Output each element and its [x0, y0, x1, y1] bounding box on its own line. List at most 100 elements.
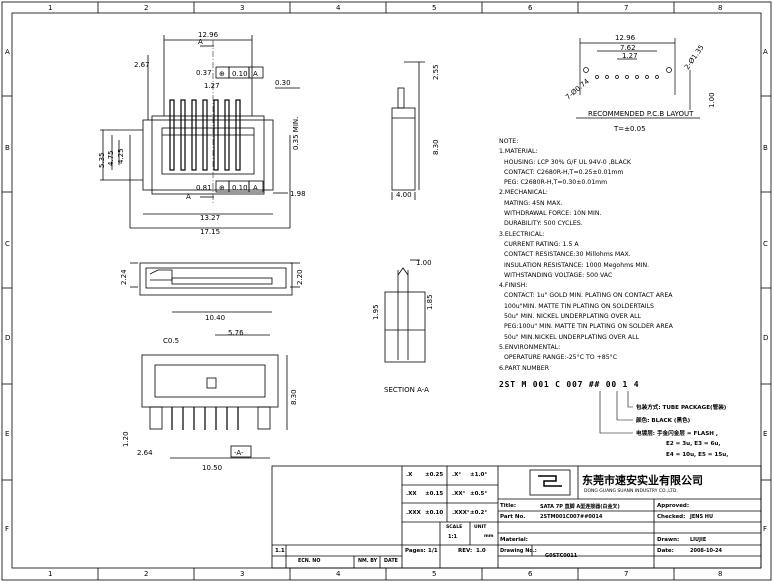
- gtol-datum-bottom: A: [253, 184, 258, 192]
- top-view-labels: 12.96 2.67 0.37 ⊕ 0.10 A 0.30 1.27 A A 0…: [98, 31, 306, 236]
- pcb-dim-12-96: 12.96: [615, 34, 636, 42]
- dim-4-75: 4.75: [107, 150, 115, 166]
- note-line: 5.ENVIRONMENTAL:: [499, 343, 561, 351]
- bottom-view: [141, 334, 288, 459]
- dim-13-27: 13.27: [200, 214, 220, 222]
- grid-col-3: 3: [240, 4, 245, 12]
- drawn-label: Drawn:: [657, 537, 680, 543]
- note-line: CONTACT: 1u" GOLD MIN. PLATING ON CONTAC…: [504, 292, 673, 300]
- side-view: [391, 61, 425, 200]
- note-line: MATING: 45N MAX.: [504, 199, 563, 207]
- dim-1-20: 1.20: [122, 431, 130, 447]
- dim-2-64: 2.64: [137, 449, 153, 457]
- tol-key2-3: .XXX°: [452, 510, 470, 516]
- pcb-layout: [576, 38, 700, 119]
- dim-8-30-side: 8.30: [432, 139, 440, 155]
- date-col-label: DATE: [384, 559, 398, 564]
- tol-val-1: ±0.25: [425, 472, 444, 478]
- note-line: CONTACT: C2680R-H,T=0.25±0.01mm: [504, 168, 624, 176]
- pages-label: Pages:: [405, 548, 426, 554]
- part-number-code: 2ST M 001 C 007 ## 00 1 4: [499, 380, 640, 389]
- date-label: Date:: [657, 548, 674, 554]
- note-line: 100u"MIN. MATTE TIN PLATING ON SOLDERTAI…: [504, 302, 654, 310]
- material-label: Material:: [500, 537, 528, 543]
- dim-5-35: 5.35: [98, 152, 106, 168]
- dim-10-40: 10.40: [205, 314, 225, 322]
- tol-val2-2: ±0.5°: [470, 491, 488, 497]
- section-label: SECTION A-A: [384, 386, 429, 394]
- rev-label: REV:: [458, 548, 473, 554]
- drawn-value: LIUJIE: [690, 537, 707, 543]
- legend-color: 颜色: BLACK (黑色): [636, 418, 691, 424]
- note-line: OPERATURE RANGE:-25°C TO +85°C: [504, 354, 618, 362]
- note-line: PEG: C2680R-H,T=0.30±0.01mm: [504, 179, 608, 187]
- notes-heading: NOTE:: [499, 138, 519, 145]
- nm-label: NM. BY: [358, 559, 378, 564]
- unit-value: mm: [484, 534, 494, 539]
- dim-1-95: 1.95: [372, 304, 380, 320]
- chamfer-label: C0.5: [163, 337, 179, 345]
- grid-row-a-right: A: [763, 48, 768, 56]
- note-line: CONTACT RESISTANCE:30 Millohms MAX.: [504, 251, 631, 259]
- grid-row-b: B: [5, 144, 10, 152]
- legend-plating-e4e5: E4 = 10u, E5 = 15u,: [666, 452, 729, 458]
- gtol-tol-bottom: 0.10: [232, 184, 248, 192]
- grid-row-e-right: E: [763, 430, 768, 438]
- grid-row-f-right: F: [763, 525, 768, 533]
- note-line: 1.MATERIAL:: [499, 148, 538, 156]
- dim-10-50: 10.50: [202, 464, 222, 472]
- dim-1-98: 1.98: [290, 190, 306, 198]
- grid-row-d: D: [5, 334, 11, 342]
- scale-value: 1:1: [448, 534, 457, 540]
- dim-0-30: 0.30: [275, 79, 291, 87]
- grid-col-5-bottom: 5: [432, 570, 437, 578]
- grid-row-a: A: [5, 48, 10, 56]
- dim-17-15: 17.15: [200, 228, 220, 236]
- pcb-hole-0-74: 7-Ø0.74: [564, 77, 591, 102]
- dim-12-96: 12.96: [198, 31, 219, 39]
- grid-col-1-bottom: 1: [48, 570, 53, 578]
- date-value: 2008-10-24: [690, 548, 722, 554]
- dim-5-76: 5.76: [228, 329, 244, 337]
- notes-block: NOTE: 1.MATERIAL: HOUSING: LCP 30% G/F UL…: [499, 137, 761, 374]
- pcb-title: RECOMMENDED P.C.B LAYOUT: [588, 110, 694, 118]
- grid-col-8: 8: [718, 4, 723, 12]
- dim-1-27: 1.27: [204, 82, 220, 90]
- grid-row-b-right: B: [763, 144, 768, 152]
- note-line: INSULATION RESISTANCE: 1000 Megohms MIN.: [504, 261, 650, 269]
- note-line: WITHSTANDING VOLTAGE: 500 VAC: [504, 271, 613, 279]
- dim-1-85: 1.85: [426, 294, 434, 310]
- legend-plating: 电镀层: 手金闪金层 = FLASH ,: [636, 431, 719, 437]
- section-view-labels: 1.00 1.95 1.85 SECTION A-A: [372, 259, 434, 394]
- grid-col-6: 6: [528, 4, 533, 12]
- grid-col-2-bottom: 2: [144, 570, 149, 578]
- title-block: [271, 465, 762, 569]
- dim-0-35-min: 0.35 MIN.: [292, 117, 300, 150]
- tol-key-1: .X: [406, 472, 413, 478]
- pcb-dim-1-27: 1.27: [622, 52, 638, 60]
- rev-row: 1.1: [275, 548, 285, 554]
- datum-a-label: -A-: [234, 449, 244, 457]
- partno-value: 2STM001C007##0014: [540, 514, 603, 520]
- grid-col-8-bottom: 8: [718, 570, 723, 578]
- tol-key-3: .XXX: [406, 510, 421, 516]
- grid-col-5: 5: [432, 4, 437, 12]
- top-view: [100, 35, 300, 229]
- note-line: CURRENT RATING: 1.5 A: [504, 240, 579, 248]
- unit-label: UNIT: [474, 525, 487, 530]
- gtol-tol-top: 0.10: [232, 70, 248, 78]
- title-value: SATA 7P 直脚 A型连接器(白金叉): [540, 504, 620, 510]
- note-line: PEG:100u" MIN. MATTE TIN PLATING ON SOLD…: [504, 323, 673, 331]
- rev-value: 1.0: [476, 548, 486, 554]
- part-number-leaders: [599, 391, 633, 434]
- note-line: 2.MECHANICAL:: [499, 189, 548, 197]
- dim-2-67: 2.67: [134, 61, 150, 69]
- grid-row-f: F: [5, 525, 10, 533]
- grid-col-4: 4: [336, 4, 341, 12]
- side-view-labels: 2.55 8.30 4.00: [396, 64, 440, 199]
- notes-lines: 1.MATERIAL: HOUSING: LCP 30% G/F UL 94V-0…: [499, 147, 761, 374]
- note-line: HOUSING: LCP 30% G/F UL 94V-0 ,BLACK: [504, 158, 631, 166]
- dim-8-30-bottom: 8.30: [290, 389, 298, 405]
- grid-col-7: 7: [624, 4, 629, 12]
